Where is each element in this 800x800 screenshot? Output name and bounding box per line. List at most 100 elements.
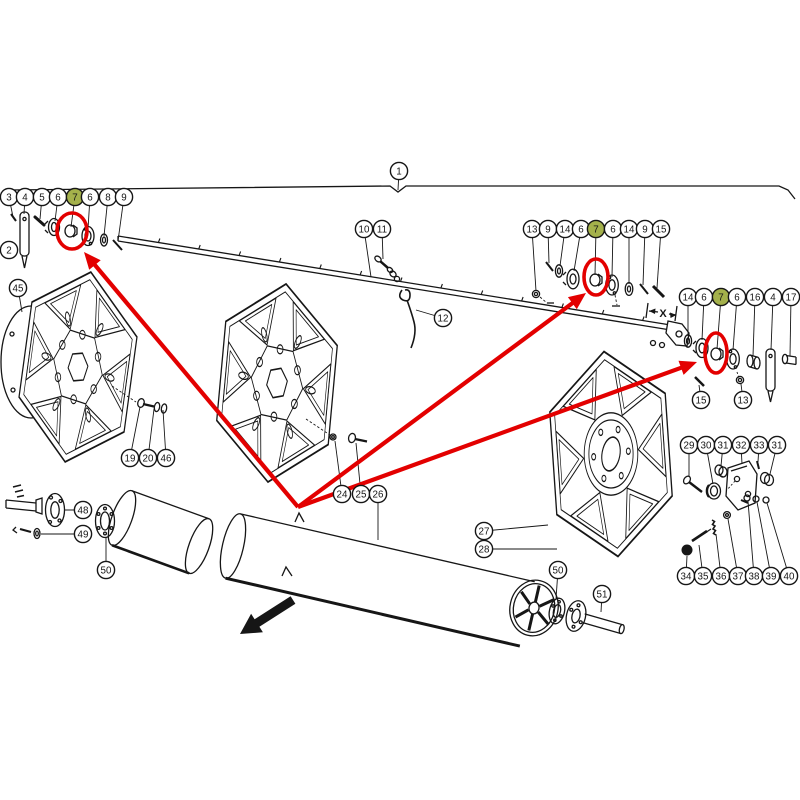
- roller-clip-top: [294, 511, 305, 523]
- callout-leader-17: [789, 296, 792, 357]
- callout-number: 6: [87, 192, 93, 203]
- callout-27: 27: [474, 521, 494, 541]
- callout-31: 31: [767, 435, 787, 455]
- callout-6: 6: [727, 287, 747, 307]
- callout-number: 6: [734, 292, 740, 303]
- callout-number: 9: [545, 224, 550, 235]
- callout-24: 24: [332, 484, 352, 504]
- callout-25: 25: [351, 484, 371, 504]
- callout-number: 32: [736, 440, 747, 451]
- callout-number: 2: [6, 245, 11, 256]
- highlight-arrow-line-2: [296, 299, 577, 509]
- callout-4: 4: [763, 287, 783, 307]
- callout-number: 14: [624, 224, 635, 235]
- callout-leader-13: [531, 228, 537, 292]
- dimension-x: X: [645, 302, 678, 322]
- callout-9: 9: [635, 219, 655, 239]
- callout-number: 9: [121, 192, 126, 203]
- callout-number: 17: [786, 292, 797, 303]
- tensioner-cluster: [681, 460, 775, 556]
- callout-number: 15: [656, 224, 667, 235]
- reel-spider-right: [549, 350, 673, 558]
- callout-number: 40: [784, 571, 795, 582]
- callout-number: 50: [101, 565, 112, 576]
- callout-number: 12: [438, 313, 449, 324]
- callout-37: 37: [728, 566, 748, 586]
- callout-number: 36: [716, 571, 727, 582]
- callout-7-highlighted: 7: [586, 219, 606, 239]
- highlight-arrow-head-2: [567, 293, 586, 310]
- diagram-artwork: X: [0, 185, 797, 648]
- callout-20: 20: [138, 448, 158, 468]
- roller-end-spider: [509, 579, 559, 637]
- callout-15: 15: [691, 390, 711, 410]
- callout-34: 34: [676, 566, 696, 586]
- callout-number: 4: [770, 292, 776, 303]
- callout-28: 28: [474, 539, 494, 559]
- callout-6: 6: [694, 287, 714, 307]
- callout-number: 27: [479, 526, 490, 537]
- callout-number: 38: [749, 571, 760, 582]
- callout-45: 45: [8, 278, 28, 298]
- callout-10: 10: [354, 219, 374, 239]
- callout-number: 45: [13, 283, 24, 294]
- tine-bar: [117, 235, 684, 333]
- callout-35: 35: [693, 566, 713, 586]
- callout-number: 16: [750, 292, 761, 303]
- callout-49: 49: [73, 524, 93, 544]
- callout-7-highlighted: 7: [711, 287, 731, 307]
- callout-1: 1: [389, 161, 409, 181]
- callout-number: 33: [754, 440, 765, 451]
- callout-38: 38: [744, 566, 764, 586]
- reel-spider-middle: [216, 282, 338, 484]
- callout-number: 10: [359, 224, 370, 235]
- callout-number: 7: [593, 224, 598, 235]
- callout-36: 36: [711, 566, 731, 586]
- callout-number: 4: [22, 192, 28, 203]
- roller-clip-bottom: [281, 565, 293, 577]
- callout-8: 8: [98, 187, 118, 207]
- drive-hub-assembly: [5, 484, 116, 540]
- callout-14: 14: [678, 287, 698, 307]
- callout-51: 51: [592, 584, 612, 604]
- parts-right-cluster: [683, 334, 797, 403]
- callout-leader-27: [483, 524, 549, 532]
- callout-6: 6: [603, 219, 623, 239]
- callout-19: 19: [120, 448, 140, 468]
- highlight-circle-1: [55, 211, 89, 251]
- tine-bar-end-bracket: [649, 320, 690, 349]
- callout-32: 32: [731, 435, 751, 455]
- callout-26: 26: [368, 484, 388, 504]
- callout-number: 37: [733, 571, 744, 582]
- callout-number: 14: [683, 292, 694, 303]
- bolt-and-tine: [374, 255, 416, 349]
- callout-number: 24: [337, 489, 348, 500]
- callout-number: 13: [527, 224, 538, 235]
- callout-14: 14: [555, 219, 575, 239]
- callout-9: 9: [114, 187, 134, 207]
- callout-15: 15: [651, 219, 671, 239]
- callout-number: 29: [684, 440, 695, 451]
- callout-number: 51: [597, 589, 608, 600]
- callout-leader-9: [642, 228, 646, 286]
- callout-30: 30: [696, 435, 716, 455]
- callout-number: 7: [718, 292, 723, 303]
- highlight-circle-3: [703, 331, 729, 375]
- callout-number: 31: [718, 440, 729, 451]
- callout-2: 2: [0, 240, 19, 260]
- callout-number: 50: [553, 565, 564, 576]
- callout-5: 5: [32, 187, 52, 207]
- callout-number: 6: [701, 292, 707, 303]
- highlight-arrow-line-3: [297, 364, 686, 509]
- callout-50: 50: [96, 560, 116, 580]
- parts-middle-cluster: [531, 261, 666, 307]
- callout-number: 48: [78, 505, 89, 516]
- callout-number: 13: [738, 395, 749, 406]
- callout-number: 7: [72, 192, 77, 203]
- callout-number: 28: [479, 544, 490, 555]
- callout-4: 4: [15, 187, 35, 207]
- roller-shaft-flange: [565, 600, 625, 635]
- callout-number: 6: [55, 192, 61, 203]
- dimension-label: X: [659, 308, 667, 320]
